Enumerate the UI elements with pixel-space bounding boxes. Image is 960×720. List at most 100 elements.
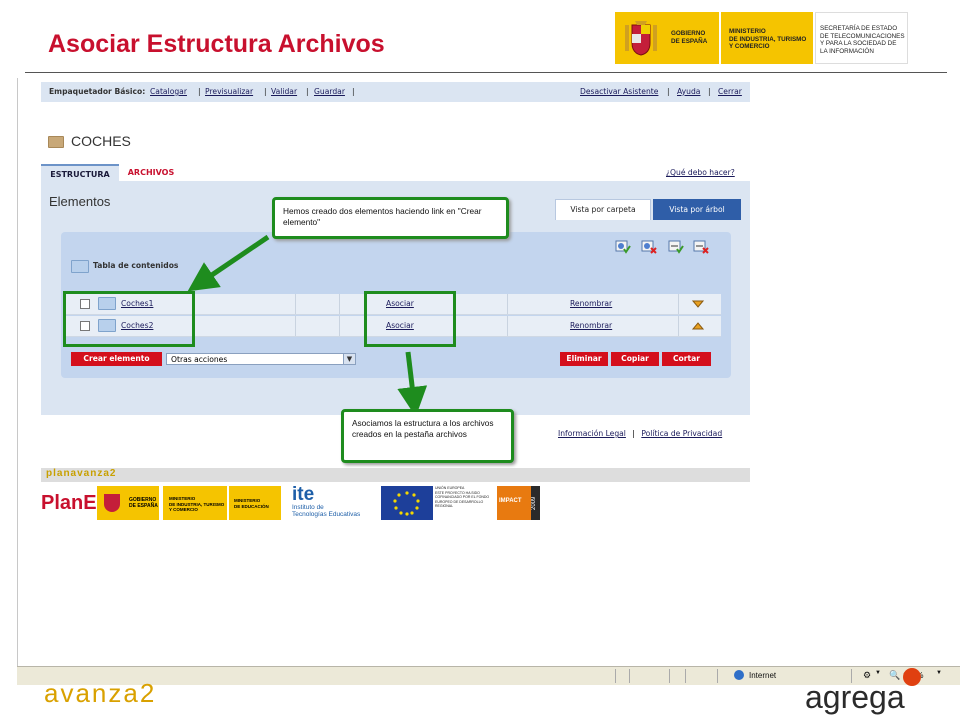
package-icon bbox=[48, 136, 64, 148]
guardar-link[interactable]: Guardar bbox=[314, 87, 345, 96]
chevron-down-icon[interactable]: ▼ bbox=[875, 670, 881, 676]
menu-label: Empaquetador Básico: bbox=[49, 87, 146, 96]
row-checkbox[interactable] bbox=[80, 321, 90, 331]
indent-icon[interactable] bbox=[668, 240, 684, 254]
copiar-button[interactable]: Copiar bbox=[611, 352, 659, 366]
ministerio-industria-logo: MINISTERIO DE INDUSTRIA, TURISMO Y COMER… bbox=[163, 486, 227, 520]
catalogar-link[interactable]: Catalogar bbox=[150, 87, 187, 96]
menu-separator: | bbox=[708, 87, 711, 96]
plan-avanza-small-logo: planavanza2 bbox=[46, 468, 117, 479]
spain-crest-icon bbox=[104, 494, 120, 512]
status-separator bbox=[717, 669, 718, 683]
status-separator bbox=[669, 669, 670, 683]
link-separator: | bbox=[632, 429, 635, 438]
menu-separator: | bbox=[352, 87, 355, 96]
logo-text: DE EDUCACIÓN bbox=[234, 503, 269, 509]
outdent-icon[interactable] bbox=[693, 240, 709, 254]
cell-divider bbox=[339, 316, 340, 336]
previsualizar-link[interactable]: Previsualizar bbox=[205, 87, 254, 96]
eu-flag-logo bbox=[381, 486, 433, 520]
privacy-policy-link[interactable]: Política de Privacidad bbox=[641, 429, 723, 438]
tab-vista-carpeta[interactable]: Vista por carpeta bbox=[555, 199, 651, 220]
chevron-down-icon[interactable]: ▼ bbox=[343, 354, 355, 364]
folder-icon bbox=[98, 319, 116, 332]
folder-icon bbox=[71, 260, 89, 273]
tab-archivos[interactable]: ARCHIVOS bbox=[127, 168, 175, 177]
toc-label: Tabla de contenidos bbox=[93, 261, 179, 270]
eu-text: UNIÓN EUROPEA ESTE PROYECTO HA SIDO COFI… bbox=[435, 486, 493, 520]
agrega-dot-icon bbox=[903, 668, 921, 686]
element-link[interactable]: Coches1 bbox=[121, 299, 154, 308]
row-checkbox[interactable] bbox=[80, 299, 90, 309]
element-link[interactable]: Coches2 bbox=[121, 321, 154, 330]
ite-logo: ite Instituto de Tecnologías Educativas bbox=[292, 485, 372, 520]
ayuda-link[interactable]: Ayuda bbox=[677, 87, 701, 96]
eu-line: ESTE PROYECTO HA SIDO bbox=[435, 490, 480, 495]
folder-icon bbox=[98, 297, 116, 310]
table-row: Coches1 Asociar Renombrar bbox=[63, 294, 721, 315]
zoom-icon[interactable]: 🔍 bbox=[889, 670, 901, 680]
slide-title: Asociar Estructura Archivos bbox=[48, 30, 385, 58]
top-menu-bar: Empaquetador Básico: Catalogar | Previsu… bbox=[41, 82, 750, 102]
impact-text: IMPACT bbox=[499, 498, 522, 504]
highlight-asociar bbox=[364, 291, 456, 347]
menu-separator: | bbox=[198, 87, 201, 96]
gov-text: DE ESPAÑA bbox=[671, 37, 708, 45]
callout-bottom: Asociamos la estructura a los archivos c… bbox=[341, 409, 514, 463]
plan-avanza-logo: avanza2 bbox=[44, 678, 157, 708]
move-up-arrow-icon[interactable] bbox=[692, 321, 704, 331]
legal-info-link[interactable]: Información Legal bbox=[558, 429, 626, 438]
cell-divider bbox=[678, 294, 679, 314]
cell-divider bbox=[339, 294, 340, 314]
eu-line: EUROPEO DE DESARROLLO bbox=[435, 499, 484, 504]
select-value: Otras acciones bbox=[171, 355, 228, 364]
government-logo: GOBIERNO DE ESPAÑA MINISTERIO DE INDUSTR… bbox=[615, 12, 908, 64]
chevron-down-icon[interactable]: ▼ bbox=[936, 670, 942, 676]
menu-separator: | bbox=[264, 87, 267, 96]
move-up-icon[interactable] bbox=[615, 240, 631, 254]
create-element-button[interactable]: Crear elemento bbox=[71, 352, 162, 366]
eu-stars-icon bbox=[393, 491, 420, 516]
eu-line: REGIONAL bbox=[435, 504, 454, 508]
asociar-link[interactable]: Asociar bbox=[386, 299, 414, 308]
ministry-text: DE INDUSTRIA, TURISMO bbox=[729, 35, 807, 43]
cell-divider bbox=[295, 294, 296, 314]
cell-divider bbox=[507, 294, 508, 314]
secretary-text: LA INFORMACIÓN bbox=[820, 47, 874, 55]
logo-text: GOBIERNO bbox=[129, 497, 157, 503]
menu-separator: | bbox=[667, 87, 670, 96]
cell-divider bbox=[678, 316, 679, 336]
move-down-icon[interactable] bbox=[641, 240, 657, 254]
ministry-text: MINISTERIO bbox=[729, 28, 766, 35]
plan-avanza-bar bbox=[41, 468, 750, 482]
callout-top: Hemos creado dos elementos haciendo link… bbox=[272, 197, 509, 239]
gov-text: GOBIERNO bbox=[671, 30, 706, 37]
renombrar-link[interactable]: Renombrar bbox=[570, 299, 613, 308]
move-down-arrow-icon[interactable] bbox=[692, 299, 704, 309]
security-zone: Internet bbox=[749, 671, 777, 680]
asociar-link[interactable]: Asociar bbox=[386, 321, 414, 330]
validar-link[interactable]: Validar bbox=[271, 87, 298, 96]
renombrar-link[interactable]: Renombrar bbox=[570, 321, 613, 330]
status-separator bbox=[685, 669, 686, 683]
eliminar-button[interactable]: Eliminar bbox=[560, 352, 608, 366]
menu-separator: | bbox=[306, 87, 309, 96]
table-row: Coches2 Asociar Renombrar bbox=[63, 316, 721, 337]
desactivar-asistente-link[interactable]: Desactivar Asistente bbox=[580, 87, 659, 96]
status-separator bbox=[615, 669, 616, 683]
other-actions-select[interactable]: Otras acciones ▼ bbox=[166, 353, 356, 365]
eu-line: COFINANCIADO POR EL FONDO bbox=[435, 495, 490, 499]
tab-estructura[interactable]: ESTRUCTURA bbox=[41, 164, 119, 184]
gobierno-logo: GOBIERNO DE ESPAÑA bbox=[97, 486, 159, 520]
globe-icon bbox=[734, 670, 744, 680]
eu-line: UNIÓN EUROPEA bbox=[435, 486, 465, 490]
cerrar-link[interactable]: Cerrar bbox=[718, 87, 742, 96]
tab-vista-arbol[interactable]: Vista por árbol bbox=[653, 199, 741, 220]
protected-mode-icon[interactable]: ⚙ bbox=[863, 670, 872, 680]
secretary-text: Y PARA LA SOCIEDAD DE bbox=[820, 40, 897, 47]
help-link[interactable]: ¿Qué debo hacer? bbox=[666, 168, 735, 177]
secretary-text: SECRETARÍA DE ESTADO bbox=[820, 25, 898, 32]
ministerio-educacion-logo: MINISTERIO DE EDUCACIÓN bbox=[229, 486, 281, 520]
cortar-button[interactable]: Cortar bbox=[662, 352, 711, 366]
logo-text: DE INDUSTRIA, TURISMO bbox=[169, 501, 225, 507]
